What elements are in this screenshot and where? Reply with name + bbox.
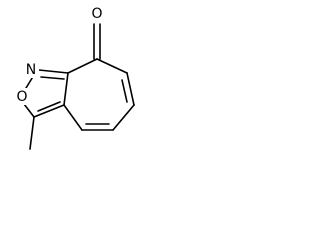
bond-c8-c7 [96, 58, 128, 74]
carbonyl-oxygen-atom: O [89, 4, 105, 22]
bond-c3-c3a [33, 104, 65, 118]
carbonyl-oxygen-label: O [91, 6, 102, 22]
bond-c8a-n-inner [40, 76, 65, 80]
bond-c3-c3a-inner [37, 101, 61, 112]
bond-c3-methyl [29, 116, 35, 150]
bond-o-c3 [23, 103, 35, 118]
bond-c7-c6-inner [121, 79, 128, 103]
ring-oxygen-atom: O [15, 88, 31, 105]
chemical-structure-diagram: O N O [15, 4, 135, 150]
bond-c6-c5 [112, 104, 135, 131]
bond-c8a-n [38, 69, 69, 74]
ring-nitrogen-label: N [26, 62, 36, 78]
bond-c3a-c8a [63, 72, 69, 106]
bond-c4-c3a [63, 104, 83, 131]
bond-c7-c6 [126, 72, 135, 106]
bond-c8-c8a [67, 58, 98, 74]
ring-oxygen-label: O [16, 89, 27, 105]
ring-nitrogen-atom: N [24, 62, 39, 78]
